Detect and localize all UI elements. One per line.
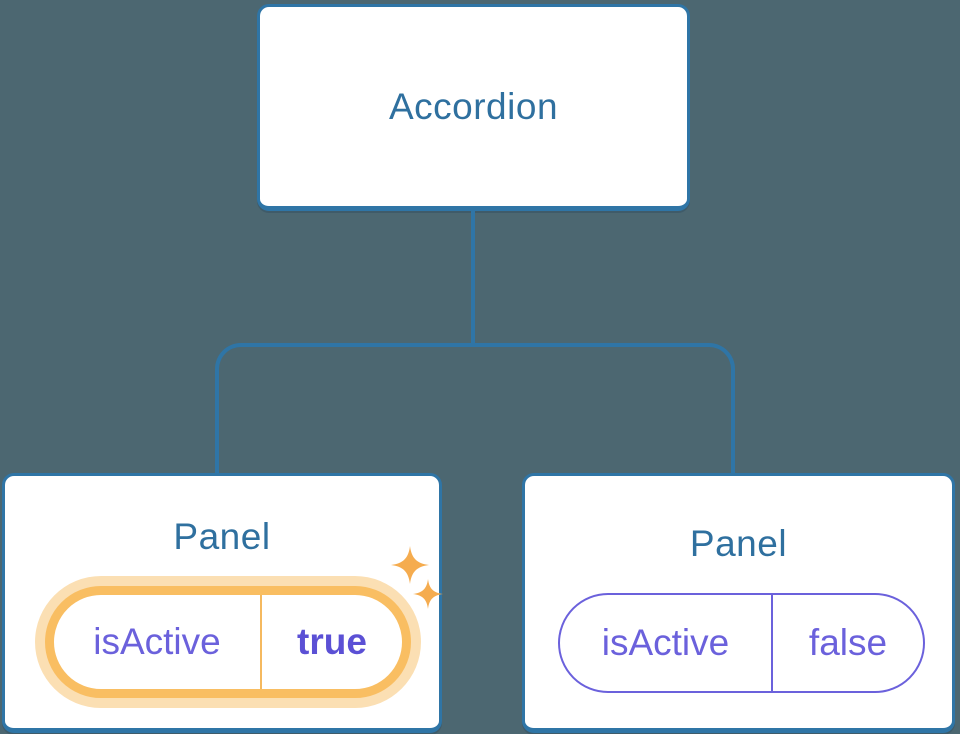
state-value: false	[808, 622, 888, 663]
state-pill-active: isActive true	[45, 586, 411, 698]
sparkle-icon	[391, 546, 429, 584]
state-key: isActive	[601, 622, 730, 663]
panel-label: Panel	[689, 523, 788, 564]
accordion-label: Accordion	[388, 85, 559, 127]
state-pill-inactive: isActive false	[558, 593, 925, 693]
connector-branch	[215, 343, 735, 473]
state-value: true	[297, 621, 367, 662]
state-key: isActive	[93, 621, 221, 662]
panel-node-inactive: Panel isActive false	[522, 473, 955, 733]
connector-stem	[471, 209, 475, 347]
pill-divider	[260, 595, 262, 689]
accordion-node: Accordion	[257, 4, 690, 211]
pill-divider	[771, 595, 773, 691]
panel-node-active: Panel isActive true	[2, 473, 443, 733]
sparkle-icon	[413, 579, 443, 609]
panel-label: Panel	[173, 516, 271, 557]
